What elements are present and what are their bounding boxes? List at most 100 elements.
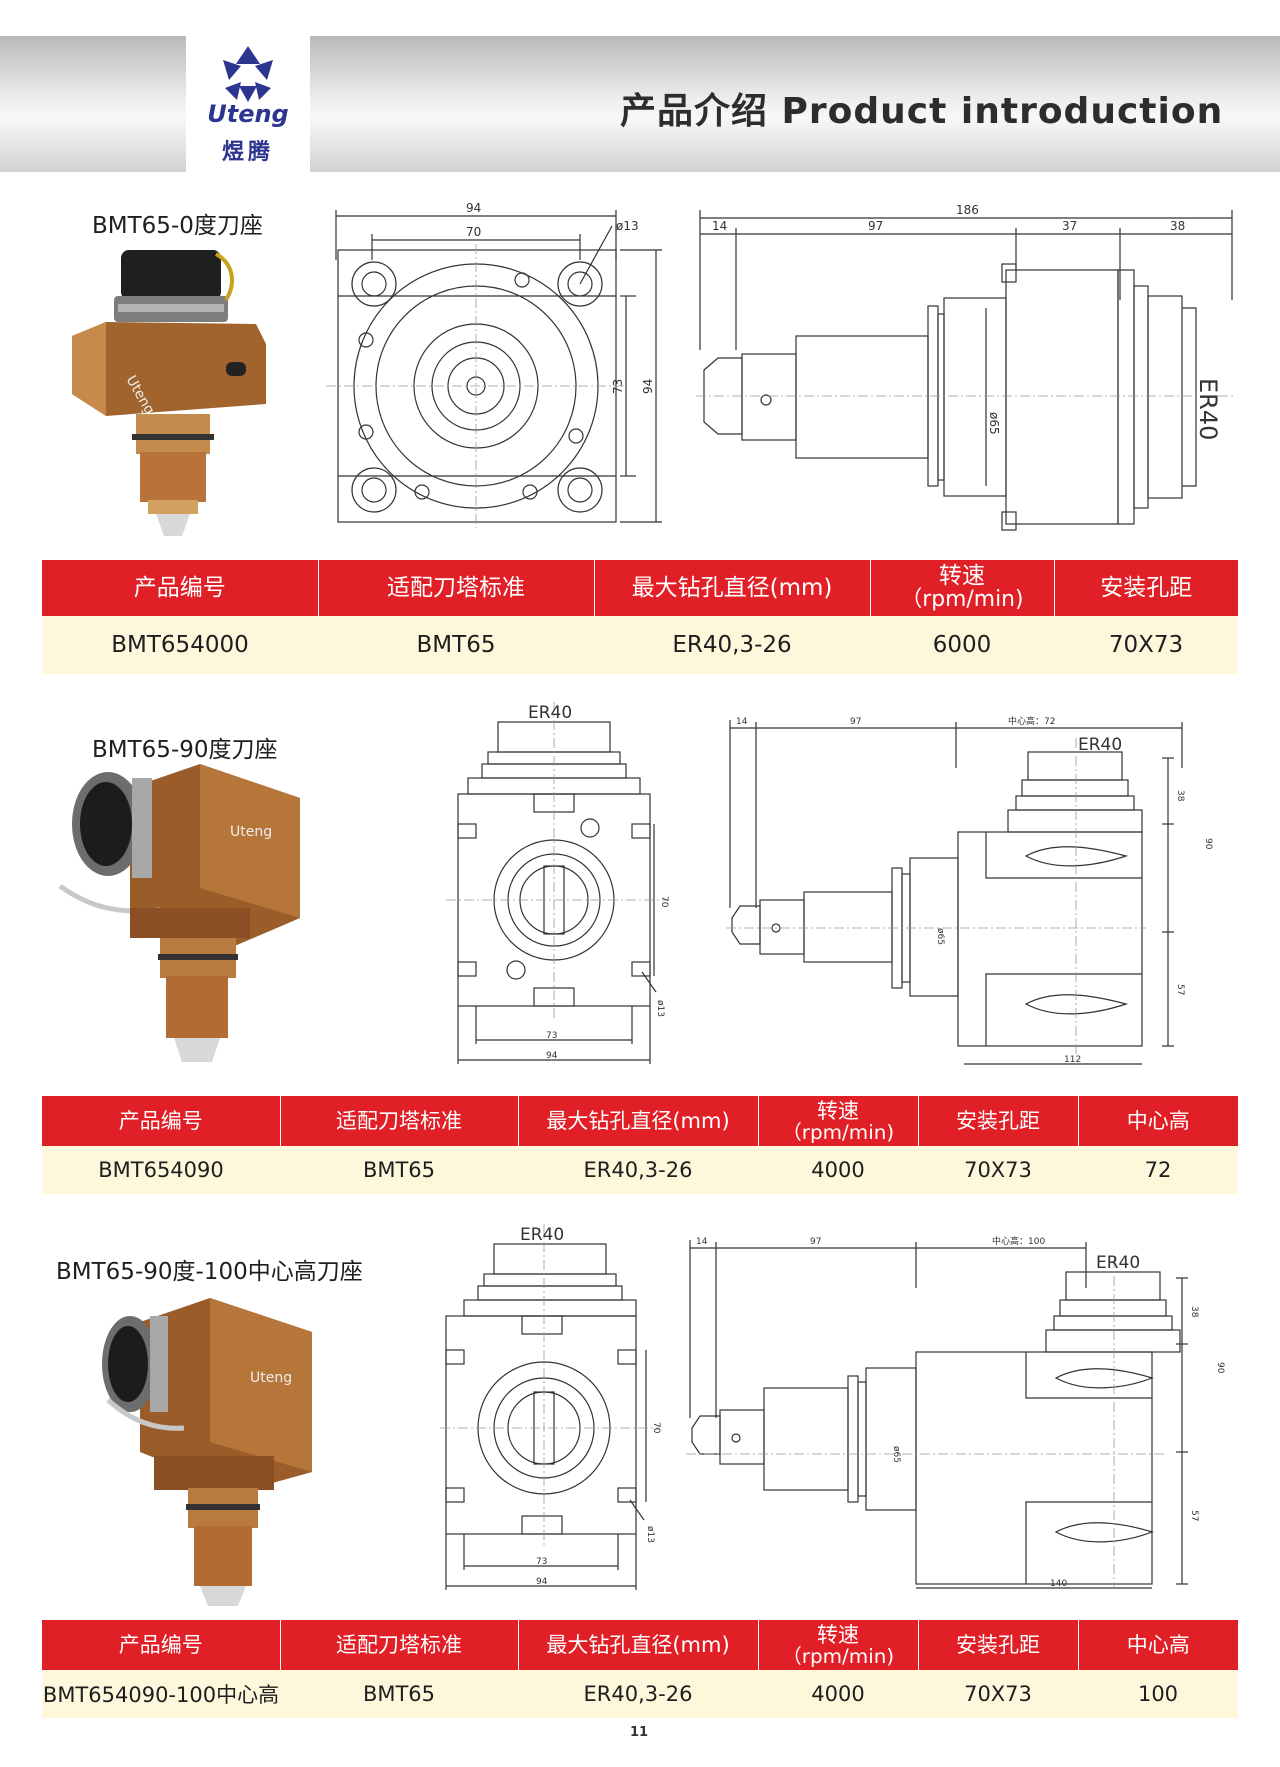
col-header: 转速 (817, 1098, 859, 1123)
dim-label: 73 (536, 1557, 547, 1567)
dim-label: ø65 (891, 1446, 901, 1463)
table-cell: BMT65 (318, 616, 594, 674)
dim-label: 中心高：72 (1008, 715, 1055, 727)
dim-label: ø13 (616, 219, 639, 233)
dim-label: 112 (1064, 1055, 1081, 1065)
table-header-row: 产品编号 适配刀塔标准 最大钻孔直径(mm) 转速（rpm/min) 安装孔距 … (42, 1096, 1238, 1146)
table-cell: BMT654090 (42, 1146, 280, 1194)
table-cell: ER40,3-26 (518, 1670, 758, 1718)
dim-label: 中心高：100 (992, 1235, 1045, 1247)
col-header: 最大钻孔直径(mm) (517, 1620, 758, 1670)
table-header-row: 产品编号 适配刀塔标准 最大钻孔直径(mm) 转速（rpm/min) 安装孔距 (42, 560, 1238, 616)
col-header-unit: （rpm/min) (900, 586, 1024, 612)
table-cell: 4000 (758, 1146, 918, 1194)
col-header: 转速 (817, 1622, 859, 1647)
dim-label: 14 (696, 1237, 708, 1247)
col-header: 产品编号 (42, 1096, 280, 1146)
brand-name-cn: 煜腾 (221, 140, 274, 165)
dim-label: ER40 (1078, 735, 1122, 755)
col-header: 最大钻孔直径(mm) (517, 1096, 758, 1146)
drawing-90deg-100-side: 14 97 中心高：100 ER40 38 90 ø65 57 140 (686, 1235, 1225, 1589)
col-header-speed: 转速（rpm/min) (869, 560, 1054, 616)
dim-label: 38 (1170, 219, 1185, 233)
col-header: 适配刀塔标准 (317, 560, 594, 616)
uteng-logo-icon (223, 46, 273, 102)
table-cell: 70X73 (918, 1146, 1078, 1194)
dim-label: ø13 (645, 1526, 655, 1543)
col-header: 中心高 (1077, 1096, 1238, 1146)
drawing-90deg-front: ER40 70 ø13 73 94 (446, 702, 669, 1064)
dim-label: 73 (611, 379, 625, 394)
drawing-90deg-side: 14 97 中心高：72 ER40 38 90 ø65 57 112 (726, 715, 1213, 1065)
col-header: 产品编号 (42, 1620, 280, 1670)
dim-label: 140 (1050, 1579, 1067, 1589)
drawing-90deg-100-front: ER40 70 ø13 73 94 (440, 1224, 661, 1590)
dim-label: 57 (1189, 1510, 1199, 1521)
table-cell: BMT654000 (42, 616, 318, 674)
dim-label: 70 (659, 896, 669, 908)
page-number: 11 (630, 1725, 649, 1740)
dim-label: 57 (1175, 984, 1185, 995)
table-cell: BMT65 (280, 1146, 518, 1194)
col-header: 最大钻孔直径(mm) (593, 560, 870, 616)
col-header: 适配刀塔标准 (279, 1096, 518, 1146)
col-header: 适配刀塔标准 (279, 1620, 518, 1670)
tool-holder-0deg-photo: Uteng (72, 250, 266, 536)
table-row: BMT654000 BMT65 ER40,3-26 6000 70X73 (42, 616, 1238, 674)
table-row: BMT654090-100中心高 BMT65 ER40,3-26 4000 70… (42, 1670, 1238, 1718)
svg-text:Uteng: Uteng (230, 824, 272, 840)
tool-holder-90deg-photo: Uteng (58, 764, 300, 1062)
col-header: 转速 (939, 563, 985, 590)
table-cell: 72 (1078, 1146, 1238, 1194)
dim-label: 14 (736, 717, 748, 727)
dim-label: ER40 (520, 1225, 564, 1245)
dim-label: ER40 (1096, 1253, 1140, 1273)
dim-label: ø65 (935, 928, 945, 945)
col-header-speed: 转速（rpm/min) (757, 1096, 918, 1146)
table-cell: ER40,3-26 (594, 616, 870, 674)
table-cell: 70X73 (1054, 616, 1238, 674)
table-cell: 70X73 (918, 1670, 1078, 1718)
dim-label: 90 (1215, 1362, 1225, 1374)
col-header: 产品编号 (42, 560, 318, 616)
col-header-unit: （rpm/min) (781, 1643, 895, 1668)
dim-label: 38 (1189, 1306, 1199, 1318)
dim-label: 73 (546, 1031, 557, 1041)
dim-label: ER40 (1194, 378, 1222, 440)
drawing-0deg-front: 94 70 ø13 73 94 (326, 201, 662, 528)
dim-label: 186 (956, 203, 979, 217)
dim-label: 94 (641, 379, 655, 394)
dim-label: ø13 (655, 1000, 665, 1017)
table-row: BMT654090 BMT65 ER40,3-26 4000 70X73 72 (42, 1146, 1238, 1194)
table-cell: ER40,3-26 (518, 1146, 758, 1194)
dim-label: 97 (810, 1237, 821, 1247)
section-title-90deg-100: BMT65-90度-100中心高刀座 (56, 1259, 363, 1285)
section-title-0deg: BMT65-0度刀座 (92, 213, 263, 239)
dim-label: 97 (868, 219, 883, 233)
spec-table-90deg: 产品编号 适配刀塔标准 最大钻孔直径(mm) 转速（rpm/min) 安装孔距 … (42, 1096, 1238, 1194)
brand-name-en: Uteng (207, 100, 289, 128)
drawing-0deg-side: 186 14 97 37 38 ø65 ER40 (696, 203, 1236, 531)
svg-text:Uteng: Uteng (250, 1370, 292, 1386)
dim-label: 94 (536, 1577, 548, 1587)
dim-label: 38 (1175, 790, 1185, 802)
dim-label: 14 (712, 219, 727, 233)
spec-table-90deg-100: 产品编号 适配刀塔标准 最大钻孔直径(mm) 转速（rpm/min) 安装孔距 … (42, 1620, 1238, 1718)
dim-label: ø65 (987, 412, 1001, 435)
dim-label: 37 (1062, 219, 1077, 233)
col-header: 安装孔距 (917, 1096, 1078, 1146)
section-title-90deg: BMT65-90度刀座 (92, 737, 278, 763)
dim-label: 97 (850, 717, 861, 727)
spec-table-0deg: 产品编号 适配刀塔标准 最大钻孔直径(mm) 转速（rpm/min) 安装孔距 … (42, 560, 1238, 674)
table-header-row: 产品编号 适配刀塔标准 最大钻孔直径(mm) 转速（rpm/min) 安装孔距 … (42, 1620, 1238, 1670)
dim-label: 94 (546, 1051, 558, 1061)
col-header: 安装孔距 (1053, 560, 1238, 616)
table-cell: 4000 (758, 1670, 918, 1718)
dim-label: 70 (651, 1422, 661, 1434)
table-cell: BMT654090-100中心高 (42, 1670, 280, 1718)
col-header-unit: （rpm/min) (781, 1119, 895, 1144)
dim-label: 94 (466, 201, 481, 215)
tool-holder-90deg-100-photo: Uteng (102, 1298, 312, 1606)
table-cell: 100 (1078, 1670, 1238, 1718)
dim-label: 70 (466, 225, 481, 239)
